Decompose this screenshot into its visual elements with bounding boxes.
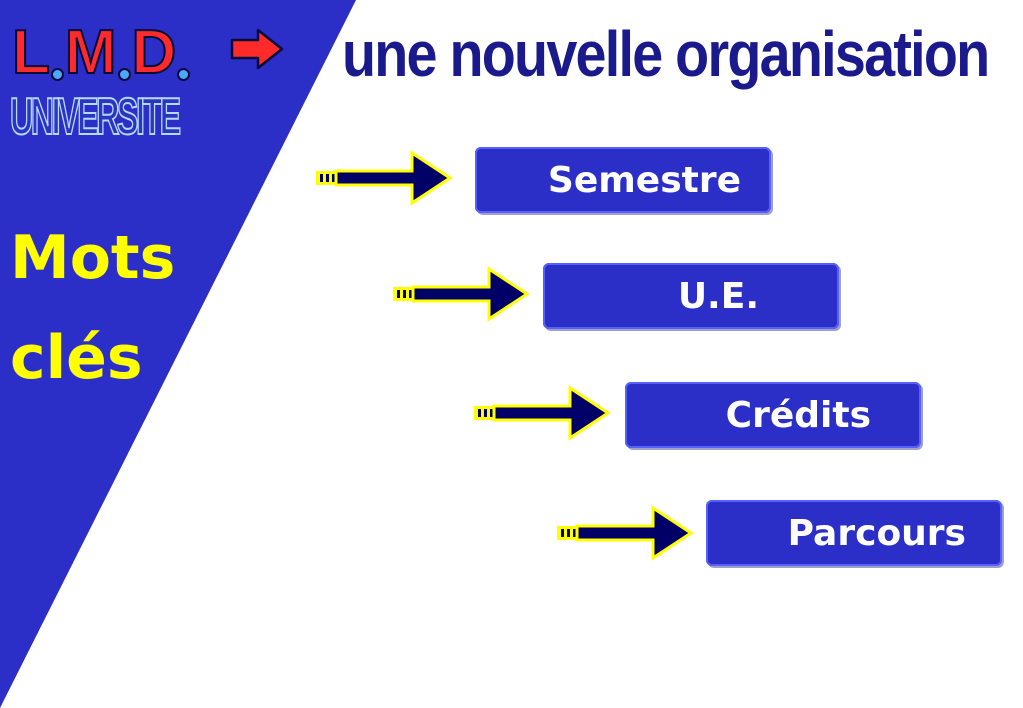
mots-cles-line-1: Mots [10,223,176,293]
universite-label: UNIVERSITE [9,87,181,147]
keyword-semestre[interactable]: Semestre [475,147,771,213]
mots-cles-line-2: clés [10,323,143,393]
red-arrow-icon [230,28,284,70]
lmd-letter-m: M [64,18,118,87]
mots-cles-label: Mots clés [10,208,175,408]
lmd-letter-l: L [11,18,51,87]
lmd-logo: L M D [11,14,191,87]
lmd-dot [50,68,64,81]
arrow-right-icon [393,266,530,322]
keyword-ue[interactable]: U.E. [543,263,839,329]
arrow-right-icon [474,385,611,441]
keyword-label: Parcours [787,512,966,554]
lmd-letter-d: D [131,18,178,87]
keyword-label: Crédits [725,394,871,436]
keyword-parcours[interactable]: Parcours [706,500,1002,566]
arrow-right-icon [557,505,694,561]
keyword-label: Semestre [547,159,741,201]
keyword-credits[interactable]: Crédits [625,382,921,448]
lmd-dot [177,68,191,81]
arrow-right-icon [316,150,453,206]
headline: une nouvelle organisation [342,18,990,90]
keyword-label: U.E. [677,275,759,317]
lmd-dot [117,68,131,81]
